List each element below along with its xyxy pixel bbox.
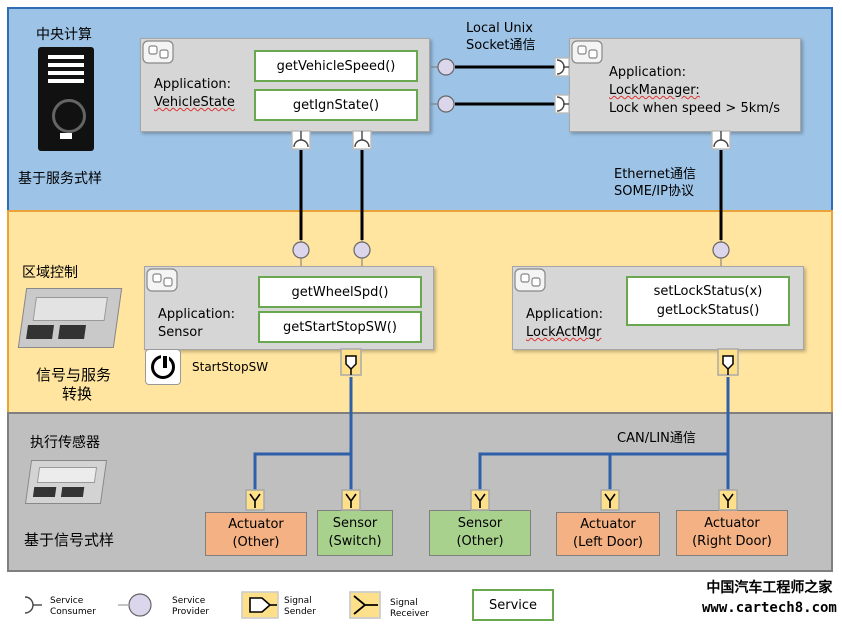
lock-manager-label: Application: LockManager: Lock when spee… xyxy=(609,65,781,116)
central-layer-subtitle: 基于服务式样 xyxy=(18,171,102,187)
consumer-symbol-lockstatus xyxy=(711,130,731,150)
zone-layer-title: 区域控制 xyxy=(22,265,78,281)
vehicle-state-label: Application: VehicleState xyxy=(154,77,235,110)
app-icon-vehicle-state xyxy=(142,40,174,64)
legend-provider-symbol xyxy=(118,593,152,617)
app-icon-lock-act-mgr xyxy=(514,268,546,292)
service-get-vehicle-speed: getVehicleSpeed() xyxy=(254,50,418,82)
provider-symbol-ign xyxy=(431,95,455,113)
node-actuator-left-door: Actuator(Left Door) xyxy=(556,512,660,556)
signal-sender-lockactmgr xyxy=(717,348,739,376)
legend-consumer-symbol xyxy=(24,596,42,614)
legend-service-box: Service xyxy=(472,589,554,621)
signal-sender-sensor xyxy=(340,348,362,376)
legend-sender-symbol xyxy=(241,591,279,619)
app-icon-sensor xyxy=(146,268,178,292)
provider-symbol-speed xyxy=(431,58,455,76)
zone-layer-subtitle-line1: 信号与服务 xyxy=(36,366,112,384)
can-lin-label: CAN/LIN通信 xyxy=(617,431,696,446)
signal-receiver-right-door xyxy=(718,489,738,511)
service-lock-status-pair: setLockStatus(x) getLockStatus() xyxy=(626,276,790,326)
signal-receiver-actuator-other xyxy=(245,489,265,511)
power-switch-icon xyxy=(145,349,181,385)
provider-symbol-startstop xyxy=(353,240,371,266)
local-socket-label: Local Unix Socket通信 xyxy=(466,21,536,53)
consumer-symbol-startstop xyxy=(352,130,372,150)
start-stop-sw-label: StartStopSW xyxy=(192,360,269,374)
service-get-start-stop-sw: getStartStopSW() xyxy=(258,311,422,343)
consumer-symbol-ign xyxy=(554,94,570,114)
actuator-layer-title: 执行传感器 xyxy=(30,435,100,451)
central-layer-title: 中央计算 xyxy=(36,27,92,43)
legend-receiver-symbol xyxy=(349,591,381,619)
consumer-symbol-wheelspd xyxy=(291,130,311,150)
sensor-app-label: Application: Sensor xyxy=(158,307,236,340)
signal-receiver-left-door xyxy=(600,489,620,511)
signal-receiver-sensor-other xyxy=(470,489,490,511)
signal-receiver-sensor-switch xyxy=(341,489,361,511)
service-get-ign-state: getIgnState() xyxy=(254,89,418,121)
server-tower-image xyxy=(38,47,94,151)
provider-symbol-lockstatus xyxy=(712,240,730,266)
watermark: 中国汽车工程师之家 www.cartech8.com xyxy=(702,580,837,616)
zone-layer-subtitle-line2: 转换 xyxy=(62,385,93,403)
node-sensor-switch: Sensor(Switch) xyxy=(317,510,393,556)
lock-act-mgr-label: Application: LockActMgr xyxy=(526,307,604,340)
app-lock-manager xyxy=(569,38,801,132)
actuator-layer-subtitle: 基于信号式样 xyxy=(24,531,115,549)
ethernet-label: Ethernet通信 SOME/IP协议 xyxy=(614,167,696,199)
service-get-wheel-spd: getWheelSpd() xyxy=(258,276,422,308)
consumer-symbol-speed xyxy=(554,57,570,77)
node-actuator-other: Actuator(Other) xyxy=(205,512,307,556)
can-lin-bus xyxy=(253,377,730,490)
provider-symbol-wheelspd xyxy=(292,240,310,266)
app-icon-lock-manager xyxy=(571,40,603,64)
